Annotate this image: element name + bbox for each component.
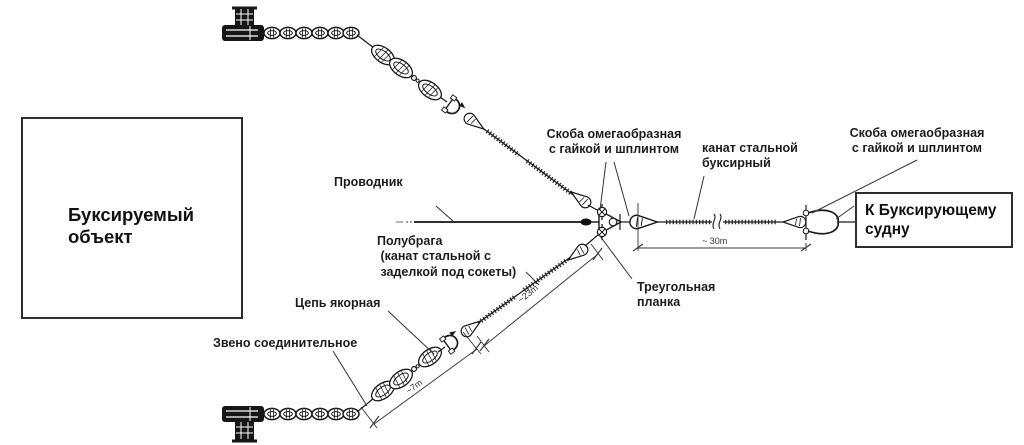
label-shackle-right: Скоба омегаобразная с гайкой и шплинтом	[849, 126, 985, 156]
rope-break-gap	[712, 213, 723, 231]
towed-object-box: Буксируемый объект	[21, 117, 243, 319]
leader-bridle	[525, 271, 540, 286]
lower-chain-stopper-fitting	[222, 406, 264, 443]
dimension-30m	[632, 203, 812, 252]
lower-bridle-leg	[356, 233, 600, 413]
leader-shackle-left-1	[599, 161, 607, 211]
leader-vessel-box	[835, 205, 855, 220]
towed-object-label: Буксируемый объект	[68, 204, 195, 248]
dimension-7m	[360, 331, 482, 429]
label-shackle-left: Скоба омегаобразная с гайкой и шплинтом	[546, 127, 682, 157]
upper-horizontal-chain	[263, 26, 360, 40]
towing-vessel-box: К Буксирующему судну	[855, 192, 1013, 248]
upper-bridle-leg	[356, 34, 600, 212]
leader-tow-rope	[693, 175, 705, 220]
towing-vessel-label: К Буксирующему судну	[865, 202, 997, 239]
dimension-23m	[476, 243, 604, 353]
upper-chain-stopper-fitting	[222, 6, 264, 41]
label-triangular-plate: Треугольная планка	[637, 280, 716, 310]
dimension-text-30m: ~ 30m	[702, 236, 728, 246]
label-connecting-link: Звено соединительное	[213, 336, 358, 350]
right-omega-shackle	[802, 205, 855, 240]
conductor-line	[396, 218, 600, 226]
triangular-plate	[596, 203, 631, 241]
label-tow-rope: канат стальной буксирный	[702, 141, 798, 171]
tow-rope	[629, 213, 807, 231]
leader-connecting-link	[332, 350, 368, 407]
leader-shackle-right	[811, 159, 918, 214]
leader-anchor-chain	[387, 310, 435, 355]
label-anchor-chain: Цепь якорная	[295, 296, 381, 310]
leader-triangular-plate	[596, 231, 633, 280]
label-conductor: Проводник	[334, 175, 403, 189]
lower-horizontal-chain	[263, 407, 360, 421]
leader-lines	[332, 159, 918, 407]
rope-break-symbol	[712, 213, 716, 230]
label-bridle: Полубрага (канат стальной с заделкой под…	[377, 234, 517, 279]
leader-shackle-left-2	[613, 161, 630, 217]
conductor-eye	[580, 218, 592, 226]
leader-conductor	[435, 205, 454, 222]
